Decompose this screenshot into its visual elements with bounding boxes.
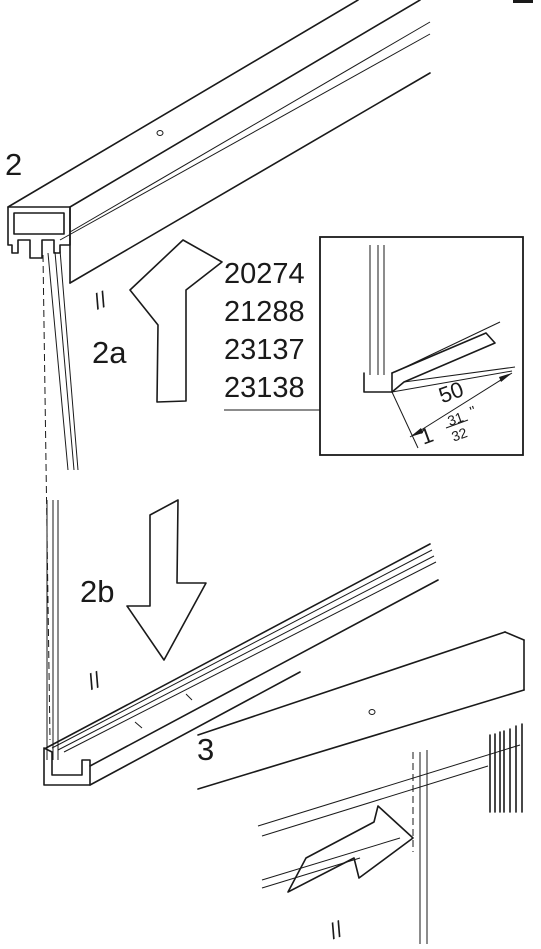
inch-mark: '' [468,402,479,419]
ceiling-rail-step3 [197,631,525,944]
glass-mark-2: // [84,667,105,695]
fraction-bar [445,419,469,429]
step-2-label: 2 [5,147,22,182]
glass-mark-1: // [90,286,111,314]
part-number-4: 23138 [224,372,305,404]
dimension-imperial-denominator: 32 [449,424,469,444]
glass-panel [42,249,79,760]
corner-mark [513,0,533,3]
bottom-track [43,543,439,786]
step-3-label: 3 [197,732,214,767]
part-number-1: 20274 [224,258,305,290]
part-number-2: 21288 [224,296,305,328]
glass-mark-4: // [326,916,347,944]
step-2a-label: 2a [92,335,127,370]
arrow-up-2a [129,239,223,403]
step-2b-label: 2b [80,574,114,609]
part-number-3: 23137 [224,334,305,366]
arrow-down-2b [126,499,207,661]
top-rail [7,0,431,284]
arrow-step3 [287,805,414,893]
dimension-imperial-numerator: 31 [445,409,465,429]
detail-inset [319,236,524,456]
